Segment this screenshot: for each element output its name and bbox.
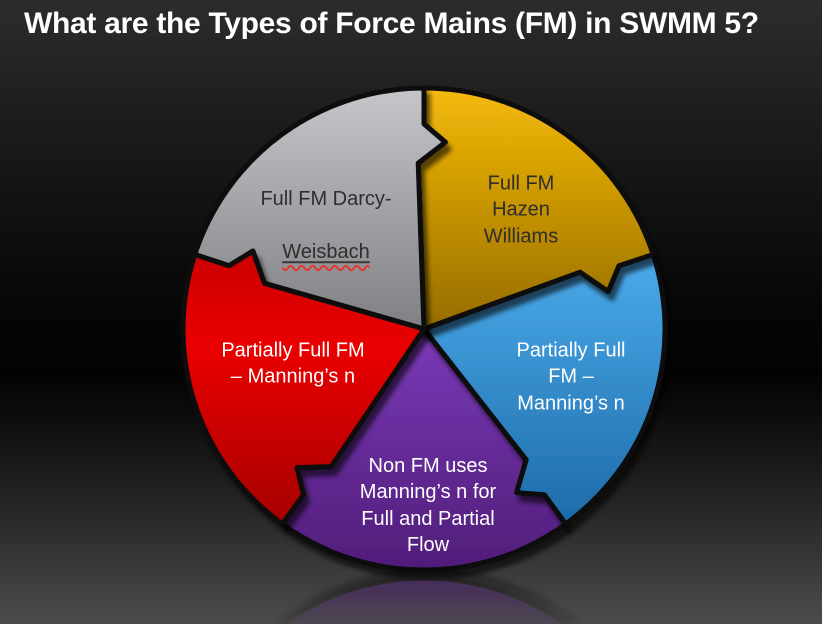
segment-partially-full-fm-red xyxy=(180,248,427,527)
slide-title: What are the Types of Force Mains (FM) i… xyxy=(24,7,759,40)
pie-wedges xyxy=(180,85,668,573)
segment-non-fm-mannings-n xyxy=(279,326,569,573)
segment-partially-full-fm-blue xyxy=(421,252,668,527)
segment-full-fm-darcy-weisbach xyxy=(192,85,448,332)
segment-full-fm-hazen-williams xyxy=(415,85,656,332)
pie-reflection xyxy=(183,578,665,624)
